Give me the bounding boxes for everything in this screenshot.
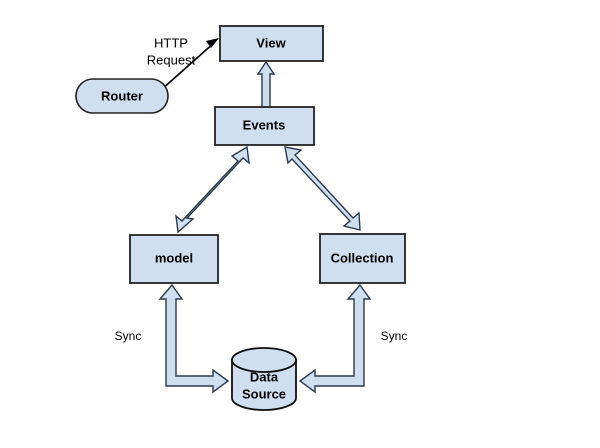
node-router[interactable]: Router — [75, 78, 169, 114]
datasource-label-line2: Source — [242, 386, 286, 401]
node-datasource[interactable]: Data Source — [231, 347, 297, 411]
node-model[interactable]: model — [129, 234, 219, 284]
collection-shape[interactable] — [319, 233, 406, 284]
events-shape[interactable] — [214, 106, 315, 146]
router-label: Router — [101, 88, 143, 103]
sync-label-right: Sync — [381, 329, 408, 343]
edge-model-datasource — [158, 283, 230, 394]
events-label: Events — [243, 117, 286, 132]
model-label: model — [155, 250, 193, 265]
datasource-top-ellipse — [231, 347, 297, 373]
http-request-label-line1: HTTP — [154, 35, 188, 50]
events-collection-block-arrow — [284, 146, 361, 231]
view-label: View — [256, 35, 286, 50]
node-events[interactable]: Events — [214, 106, 315, 146]
model-shape[interactable] — [129, 234, 219, 284]
label-http-request: HTTP Request — [147, 35, 196, 67]
collection-label: Collection — [331, 250, 394, 265]
edge-events-collection — [284, 146, 361, 231]
node-collection[interactable]: Collection — [319, 233, 406, 284]
http-request-label-line2: Request — [147, 52, 196, 67]
router-shape[interactable] — [75, 78, 169, 114]
datasource-label-line1: Data — [250, 369, 279, 384]
model-datasource-block-arrow — [158, 283, 230, 394]
router-to-view-arrowhead — [206, 38, 219, 48]
node-view[interactable]: View — [219, 25, 324, 62]
events-model-block-arrow — [175, 145, 250, 234]
edge-events-model — [175, 145, 250, 234]
view-shape[interactable] — [219, 25, 324, 62]
sync-label-left: Sync — [115, 329, 142, 343]
collection-datasource-block-arrow — [298, 283, 372, 394]
edge-collection-datasource — [298, 283, 372, 394]
datasource-body[interactable] — [231, 359, 297, 411]
